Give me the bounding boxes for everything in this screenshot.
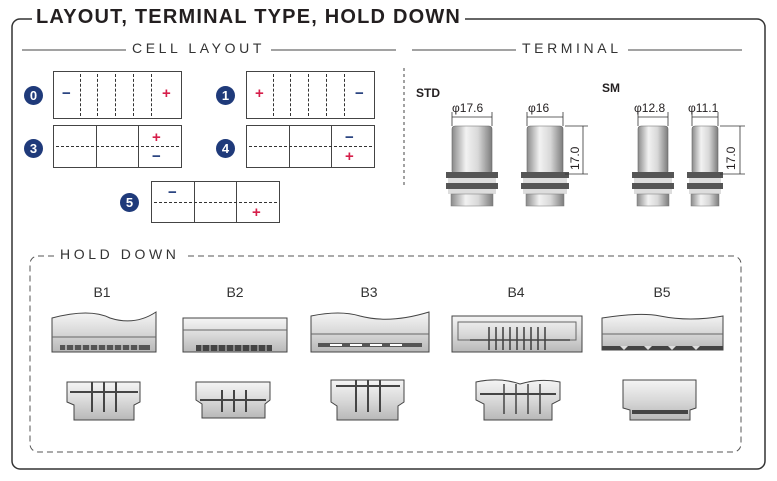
cell-layout-heading: CELL LAYOUT bbox=[126, 40, 271, 56]
positive-terminal: + bbox=[162, 85, 171, 102]
hold-down-b5-side bbox=[601, 313, 724, 351]
hold-down-heading: HOLD DOWN bbox=[54, 246, 186, 262]
layout-badge-5: 5 bbox=[120, 193, 139, 212]
negative-terminal: − bbox=[345, 129, 354, 146]
page-title: LAYOUT, TERMINAL TYPE, HOLD DOWN bbox=[32, 6, 466, 29]
terminal-sm-1 bbox=[632, 125, 674, 207]
hold-down-b2-end bbox=[195, 381, 271, 419]
hold-down-b2-side bbox=[182, 317, 288, 353]
sm-dim-1: φ12.8 bbox=[634, 101, 666, 115]
negative-terminal: − bbox=[355, 85, 364, 102]
hold-down-label-b2: B2 bbox=[226, 284, 244, 300]
negative-terminal: − bbox=[62, 85, 71, 102]
terminal-sm-2 bbox=[687, 125, 723, 207]
cell-layout-3: + − bbox=[53, 125, 182, 168]
hold-down-b1-end bbox=[66, 381, 141, 421]
terminal-std-2 bbox=[521, 125, 569, 207]
layout-badge-1: 1 bbox=[216, 86, 235, 105]
cell-layout-4: − + bbox=[246, 125, 375, 168]
hold-down-b3-end bbox=[330, 379, 405, 421]
terminal-std-1 bbox=[446, 125, 498, 207]
hold-down-b5-end bbox=[622, 379, 697, 421]
layout-badge-0: 0 bbox=[24, 86, 43, 105]
layout-badge-3: 3 bbox=[24, 139, 43, 158]
cell-layout-5: − + bbox=[151, 181, 280, 223]
negative-terminal: − bbox=[168, 184, 177, 201]
positive-terminal: + bbox=[252, 204, 261, 221]
dimension-lines bbox=[451, 112, 745, 175]
hold-down-label-b1: B1 bbox=[93, 284, 111, 300]
positive-terminal: + bbox=[152, 129, 161, 146]
hold-down-b1-side bbox=[51, 311, 157, 353]
std-dim-1: φ17.6 bbox=[452, 101, 484, 115]
cell-layout-1: + − bbox=[246, 71, 375, 119]
cell-layout-0: − + bbox=[53, 71, 182, 119]
negative-terminal: − bbox=[152, 148, 161, 165]
hold-down-b4-end bbox=[475, 379, 561, 421]
hold-down-label-b3: B3 bbox=[360, 284, 378, 300]
std-terminal-label: STD bbox=[416, 86, 440, 100]
sm-terminal-label: SM bbox=[602, 81, 620, 95]
positive-terminal: + bbox=[345, 148, 354, 165]
positive-terminal: + bbox=[255, 85, 264, 102]
terminal-heading: TERMINAL bbox=[516, 40, 628, 56]
hold-down-label-b5: B5 bbox=[653, 284, 671, 300]
hold-down-b3-side bbox=[310, 311, 430, 353]
hold-down-b4-side bbox=[451, 315, 583, 353]
sm-dim-2: φ11.1 bbox=[688, 101, 719, 115]
std-dim-2: φ16 bbox=[528, 101, 550, 115]
hold-down-label-b4: B4 bbox=[507, 284, 525, 300]
layout-badge-4: 4 bbox=[216, 139, 235, 158]
